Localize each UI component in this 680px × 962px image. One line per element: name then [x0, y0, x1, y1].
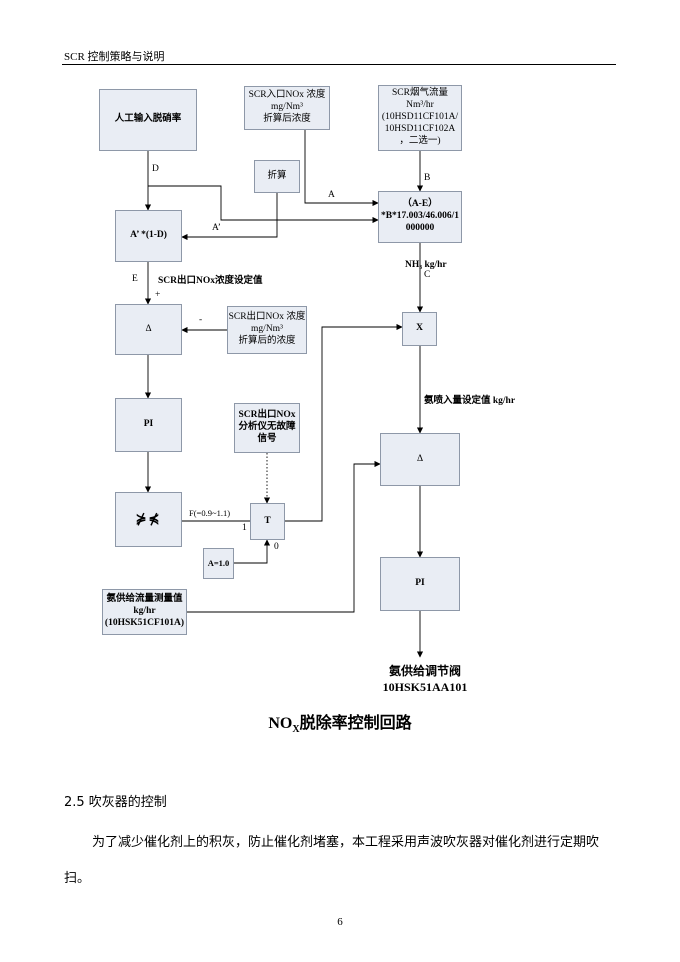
label-a: A [328, 190, 335, 200]
label-plus: + [155, 290, 161, 300]
label-a-prime: A’ [212, 223, 221, 233]
label-nh3: NH₃ kg/hr [405, 260, 447, 270]
label-range: F(=0.9~1.1) [189, 508, 231, 518]
bias-box: ⋡⋠ [115, 492, 182, 547]
analyzer-box: SCR出口NOx 分析仪无故障 信号 [234, 403, 300, 453]
label-b: B [424, 173, 431, 183]
label-ammonia-setpoint: 氨喷入量设定值 kg/hr [424, 396, 516, 406]
multiply-box: X [402, 312, 437, 346]
wire-flow-delta [187, 460, 381, 613]
inlet-nox-box: SCR入口NOx 浓度 mg/Nm³ 折算后浓度 [244, 86, 330, 130]
outlet-nox-box: SCR出口NOx 浓度 mg/Nm³ 折算后的浓度 [227, 306, 307, 354]
pi2-box: PI [380, 557, 460, 611]
label-minus: - [199, 315, 203, 325]
manual-rate-box: 人工输入脱硝率 [99, 89, 197, 151]
label-one: 1 [242, 523, 247, 533]
label-zero: 0 [274, 542, 279, 552]
header-rule [62, 64, 616, 65]
ammonia-flow-box: 氨供给流量测量值 kg/hr (10HSK51CF101A) [102, 589, 187, 635]
output-valve-label: 氨供给调节阀 10HSK51AA101 [382, 664, 468, 694]
delta2-box: Δ [380, 433, 460, 486]
page-header: SCR 控制策略与说明 [64, 51, 165, 63]
wire-a-prime [181, 193, 278, 241]
switch-box: T [250, 503, 285, 540]
section-title: 2.5 吹灰器的控制 [64, 795, 167, 810]
flue-flow-box: SCR烟气流量 Nm³/hr (10HSD11CF101A/ 10HSD11CF… [378, 85, 462, 151]
label-d: D [152, 164, 159, 174]
wire-aconst-t [234, 539, 271, 564]
calc-box: （A-E） *B*17.003/46.006/1 000000 [378, 191, 462, 243]
label-c: C [424, 270, 431, 280]
a-prime-box: A’ *(1-D) [115, 210, 182, 262]
figure-caption: NOX脱除率控制回路 [268, 715, 412, 736]
pi1-box: PI [115, 398, 182, 452]
delta1-box: Δ [115, 304, 182, 355]
wire-t-x [285, 323, 403, 522]
label-e: E [132, 274, 138, 284]
page-number: 6 [337, 916, 343, 928]
section-paragraph: 为了减少催化剂上的积灰，防止催化剂堵塞，本工程采用声波吹灰器对催化剂进行定期吹扫… [64, 835, 600, 886]
a-const-box: A=1.0 [203, 548, 234, 579]
wire-a [304, 130, 379, 207]
label-setpoint: SCR出口NOx浓度设定值 [158, 276, 263, 286]
conversion-box: 折算 [254, 160, 300, 193]
wire-d-branch [148, 185, 379, 224]
